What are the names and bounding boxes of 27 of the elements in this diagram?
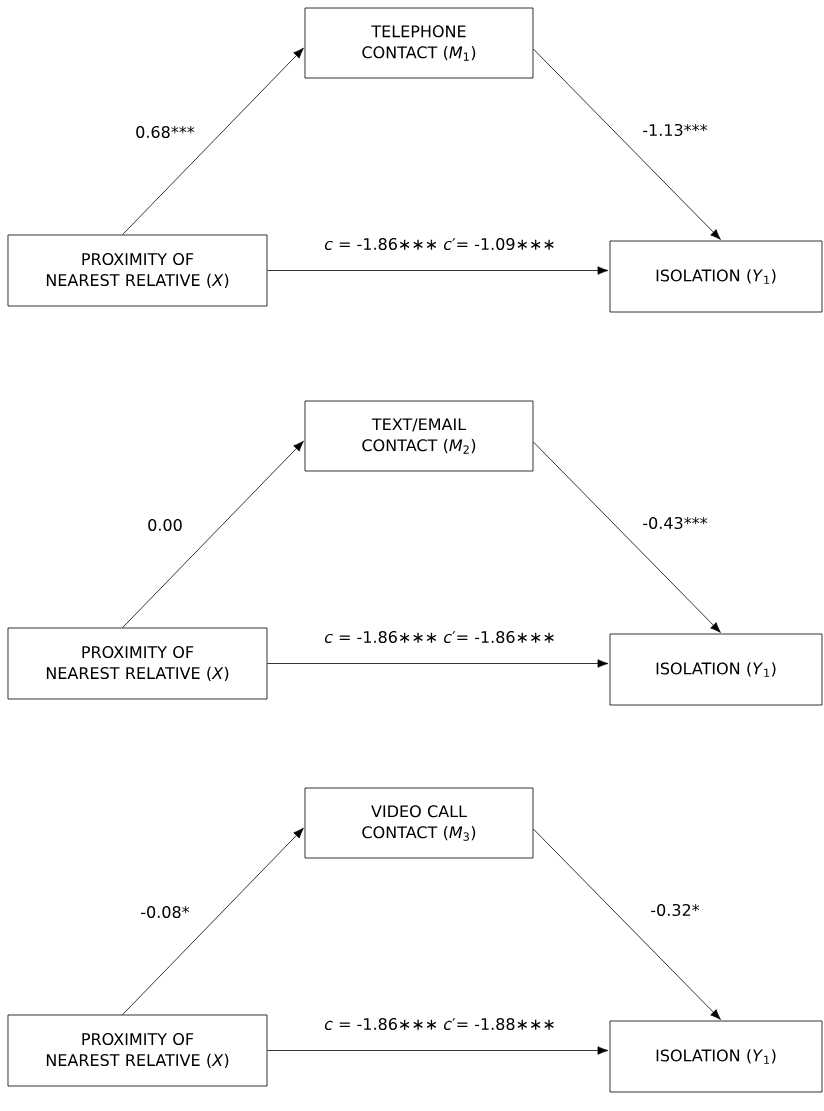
mediator-box: TEXT/EMAIL CONTACT (M$_{2}$)	[304, 400, 534, 472]
outcome-box: ISOLATION (Y$_{1}$)	[609, 1020, 823, 1093]
edge-label: 0.68***	[134, 124, 196, 140]
arrow	[122, 440, 304, 628]
edge-label: 0.00	[146, 517, 184, 533]
arrow	[267, 266, 609, 275]
arrow	[267, 659, 609, 668]
outcome-box: ISOLATION (Y$_{1}$)	[609, 633, 823, 706]
predictor-box: PROXIMITY OF NEAREST RELATIVE (X)	[7, 1014, 268, 1087]
mediator-box: TELEPHONE CONTACT (M$_{1}$)	[304, 7, 534, 79]
arrow	[122, 47, 304, 235]
arrow	[533, 441, 721, 633]
edge-label: -0.08*	[139, 904, 191, 920]
arrow	[267, 1046, 609, 1055]
mediator-box: VIDEO CALL CONTACT (M$_{3}$)	[304, 787, 534, 859]
edge-label: -0.43***	[641, 515, 709, 531]
edge-label: -0.32*	[649, 902, 701, 918]
edge-label: c = -1.86∗∗∗ c′= -1.86∗∗∗	[323, 629, 557, 645]
edge-label: c = -1.86∗∗∗ c′= -1.88∗∗∗	[323, 1016, 557, 1032]
edge-label: c = -1.86∗∗∗ c′= -1.09∗∗∗	[323, 236, 557, 252]
edge-label: -1.13***	[641, 122, 709, 138]
predictor-box: PROXIMITY OF NEAREST RELATIVE (X)	[7, 627, 268, 700]
outcome-box: ISOLATION (Y$_{1}$)	[609, 240, 823, 313]
arrow	[533, 48, 721, 240]
arrow	[533, 828, 721, 1020]
arrow	[122, 827, 304, 1015]
predictor-box: PROXIMITY OF NEAREST RELATIVE (X)	[7, 234, 268, 307]
